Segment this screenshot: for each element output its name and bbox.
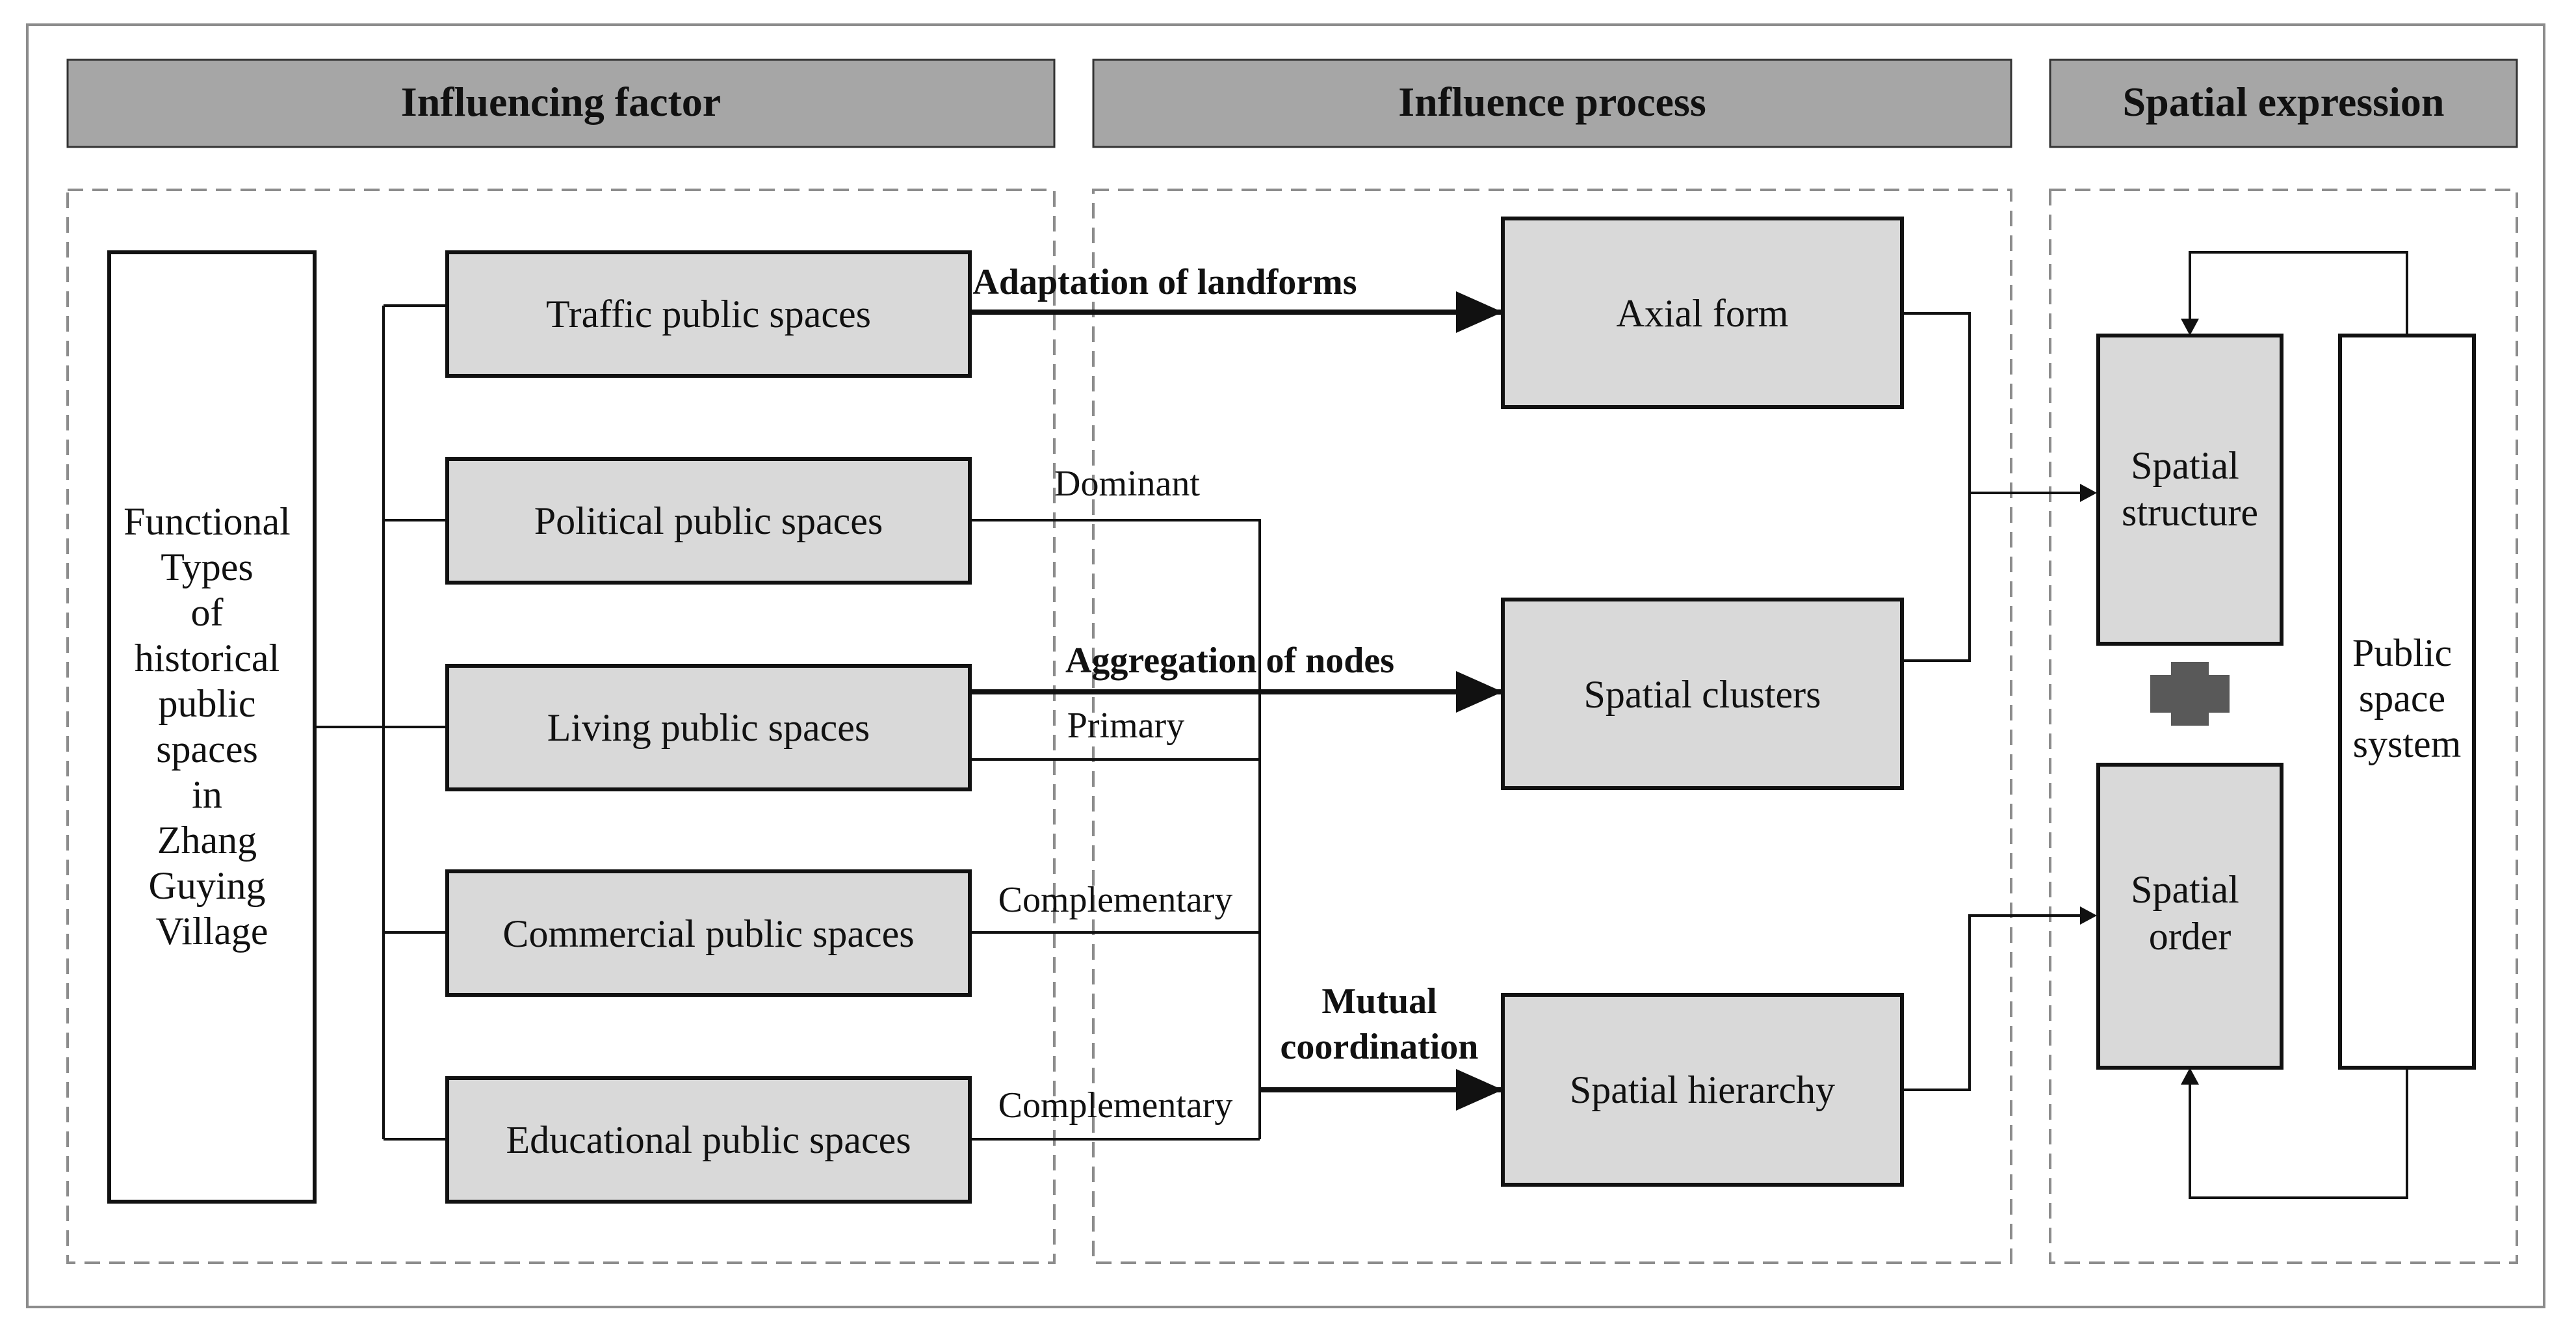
root-connectors: [315, 304, 447, 1141]
header-process-box: [1092, 59, 2012, 148]
factor-educational: Educational public spaces: [506, 1118, 911, 1161]
system-feedback-connectors: [2189, 251, 2408, 1199]
process-axial-box: [1501, 217, 1904, 409]
factor-commercial: Commercial public spaces: [502, 912, 914, 955]
factor-living: Living public spaces: [547, 706, 870, 749]
coordination-bus: [970, 519, 1261, 1141]
header-factor: Influencing factor: [401, 79, 721, 125]
label-coordination: coordination: [1281, 1027, 1479, 1067]
header-factor-box: [66, 59, 1056, 148]
expression-panel: [2049, 189, 2518, 1264]
factor-educational-box: [445, 1076, 972, 1204]
arrowhead-up-order: [2181, 1068, 2199, 1085]
process-panel: [1092, 189, 2012, 1264]
factor-panel: [66, 189, 1056, 1264]
header-process: Influence process: [1398, 79, 1706, 125]
label-complementary-commercial: Complementary: [998, 880, 1233, 920]
label-aggregation: Aggregation of nodes: [1065, 640, 1394, 681]
arrowhead-order: [2080, 906, 2097, 925]
outer-frame: [26, 23, 2545, 1308]
process-clusters-box: [1501, 598, 1904, 790]
root-label: Functional Types of historical public sp…: [124, 500, 300, 953]
process-hierarchy: Spatial hierarchy: [1570, 1068, 1835, 1111]
header-expression-box: [2049, 59, 2518, 148]
label-complementary-educational: Complementary: [998, 1085, 1233, 1126]
expression-order-box: [2096, 763, 2283, 1070]
arrowhead-down-structure: [2181, 319, 2199, 336]
expression-structure-label: Spatial structure: [2122, 444, 2258, 534]
process-to-expression-connectors: [1902, 312, 2085, 1091]
expression-structure-box: [2096, 334, 2283, 646]
factor-political: Political public spaces: [534, 499, 883, 542]
label-primary: Primary: [1067, 706, 1184, 746]
plus-icon: [2150, 662, 2230, 726]
expression-order-label: Spatial order: [2131, 868, 2249, 958]
process-axial: Axial form: [1617, 292, 1789, 335]
arrowhead-structure: [2080, 484, 2097, 502]
process-clusters: Spatial clusters: [1584, 673, 1821, 716]
root-box: [107, 250, 317, 1204]
factor-living-box: [445, 664, 972, 791]
label-mutual: Mutual: [1321, 981, 1437, 1022]
header-expression: Spatial expression: [2123, 79, 2445, 125]
expression-system-label: Public space system: [2352, 631, 2462, 765]
label-adaptation: Adaptation of landforms: [972, 262, 1357, 302]
factor-political-box: [445, 457, 972, 585]
label-dominant: Dominant: [1054, 464, 1200, 504]
factor-traffic: Traffic public spaces: [546, 293, 871, 336]
factor-traffic-box: [445, 250, 972, 378]
factor-commercial-box: [445, 869, 972, 997]
